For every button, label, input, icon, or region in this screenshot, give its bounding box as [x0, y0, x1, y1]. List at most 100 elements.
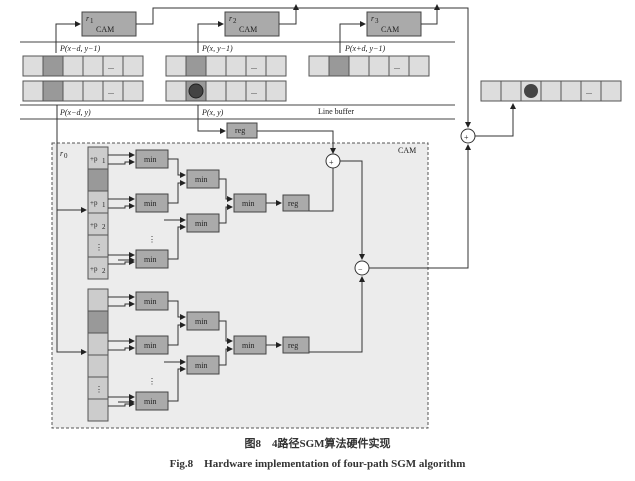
r0-column-cell: [87, 256, 109, 280]
buffer-cell: [122, 80, 144, 102]
cost-penalty-sub: 2: [102, 223, 106, 231]
min-box-l1-label: min: [144, 155, 156, 164]
subtractor: −: [354, 260, 370, 276]
cost-penalty-label: +p: [90, 199, 98, 207]
buffer-dots: ...: [394, 62, 400, 71]
buffer-cell: [265, 80, 287, 102]
min-box-l1-label: min: [144, 341, 156, 350]
cost-penalty-sub: 1: [102, 201, 106, 209]
buffer-cell: [408, 55, 430, 77]
buffer-cell: [308, 55, 330, 77]
min-box-l1-label: min: [144, 297, 156, 306]
buffer-cell: [165, 80, 187, 102]
adder-cam: +: [325, 153, 341, 169]
wire: [168, 180, 186, 204]
reg-box: [282, 336, 310, 354]
label-p-xd-y1: P(x−d, y−1): [59, 44, 100, 53]
caption-english: Fig.8 Hardware implementation of four-pa…: [169, 458, 466, 470]
buffer-row-prev-seg2: ...: [165, 55, 287, 77]
label-line-buffer: Line buffer: [318, 107, 354, 116]
buffer-cell: [600, 80, 622, 102]
adder-right: +: [460, 128, 476, 144]
cam-region: [51, 142, 429, 429]
cost-penalty-label: +p: [90, 265, 98, 273]
buffer-cell: [165, 55, 187, 77]
buffer-row-cur-seg2: ...: [165, 80, 287, 102]
buffer-row-cur-seg1: ...: [22, 80, 144, 102]
r0-column-cell: [87, 332, 109, 356]
buffer-dots: ...: [586, 87, 592, 96]
r0-column-cell: [87, 354, 109, 378]
min-box-l1-label: min: [144, 397, 156, 406]
vertical-dots: ⋮: [148, 235, 156, 244]
buffer-cell: [62, 80, 84, 102]
reg-box-label: reg: [288, 341, 298, 350]
buffer-row-prev-seg1: ...: [22, 55, 144, 77]
wire: [168, 158, 186, 178]
buffer-cell: [265, 55, 287, 77]
wire: [219, 178, 233, 202]
wire: [108, 301, 135, 307]
label-p-x-y1: P(x, y−1): [201, 44, 233, 53]
buffer-cell: [82, 55, 104, 77]
line-buffers: ...............: [22, 55, 430, 102]
output-buffer: ...: [480, 80, 622, 102]
wire: [108, 203, 135, 209]
r0-column-cell: [87, 398, 109, 422]
output-pixel-marker: [524, 84, 538, 98]
buffer-cell: [42, 80, 64, 102]
buffer-cell: [540, 80, 562, 102]
buffer-cell: [328, 55, 350, 77]
min-box-l3-label: min: [242, 341, 254, 350]
wire: [108, 159, 135, 165]
wire: [219, 346, 233, 366]
min-box-l2-label: min: [195, 361, 207, 370]
wire: [219, 204, 233, 224]
buffer-cell: [500, 80, 522, 102]
r0-column-cell: [87, 168, 109, 192]
output-buffer-row: ...: [480, 80, 622, 102]
vertical-dots: ⋮: [95, 385, 103, 394]
buffer-cell: [205, 80, 227, 102]
cam-r3: r 3 CAM: [366, 11, 422, 37]
r0-column-cell: [87, 310, 109, 334]
cam-r1: r 1 CAM: [81, 11, 137, 37]
vertical-dots: ⋮: [95, 243, 103, 252]
buffer-dots: ...: [108, 87, 114, 96]
svg-text:reg: reg: [235, 126, 245, 135]
wire: [108, 345, 135, 351]
min-box-l1-label: min: [144, 255, 156, 264]
cost-penalty-label: +p: [90, 221, 98, 229]
label-r0: r: [60, 149, 64, 158]
buffer-cell: [122, 55, 144, 77]
buffer-cell: [62, 55, 84, 77]
buffer-cell: [348, 55, 370, 77]
reg-box-label: reg: [288, 199, 298, 208]
svg-text:1: 1: [90, 17, 94, 25]
reg-box: [282, 194, 310, 212]
buffer-dots: ...: [251, 62, 257, 71]
buffer-dots: ...: [251, 87, 257, 96]
wire: [168, 224, 186, 260]
buffer-cell: [42, 55, 64, 77]
buffer-cell: [205, 55, 227, 77]
wire: [168, 366, 186, 402]
buffer-row-prev-seg3: ...: [308, 55, 430, 77]
svg-text:+: +: [329, 158, 334, 167]
buffer-cell: [82, 80, 104, 102]
svg-text:CAM: CAM: [381, 25, 399, 34]
cost-penalty-sub: 1: [102, 157, 106, 165]
label-p-x-y: P(x, y): [201, 108, 224, 117]
caption-chinese: 图8 4路径SGM算法硬件实现: [244, 438, 391, 450]
buffer-cell: [560, 80, 582, 102]
buffer-cell: [480, 80, 502, 102]
cam-r2: r 2 CAM: [224, 11, 280, 37]
buffer-cell: [225, 80, 247, 102]
min-box-l2-label: min: [195, 175, 207, 184]
svg-text:−: −: [358, 265, 363, 274]
wire: [168, 322, 186, 346]
wire: [219, 320, 233, 344]
svg-text:CAM: CAM: [239, 25, 257, 34]
